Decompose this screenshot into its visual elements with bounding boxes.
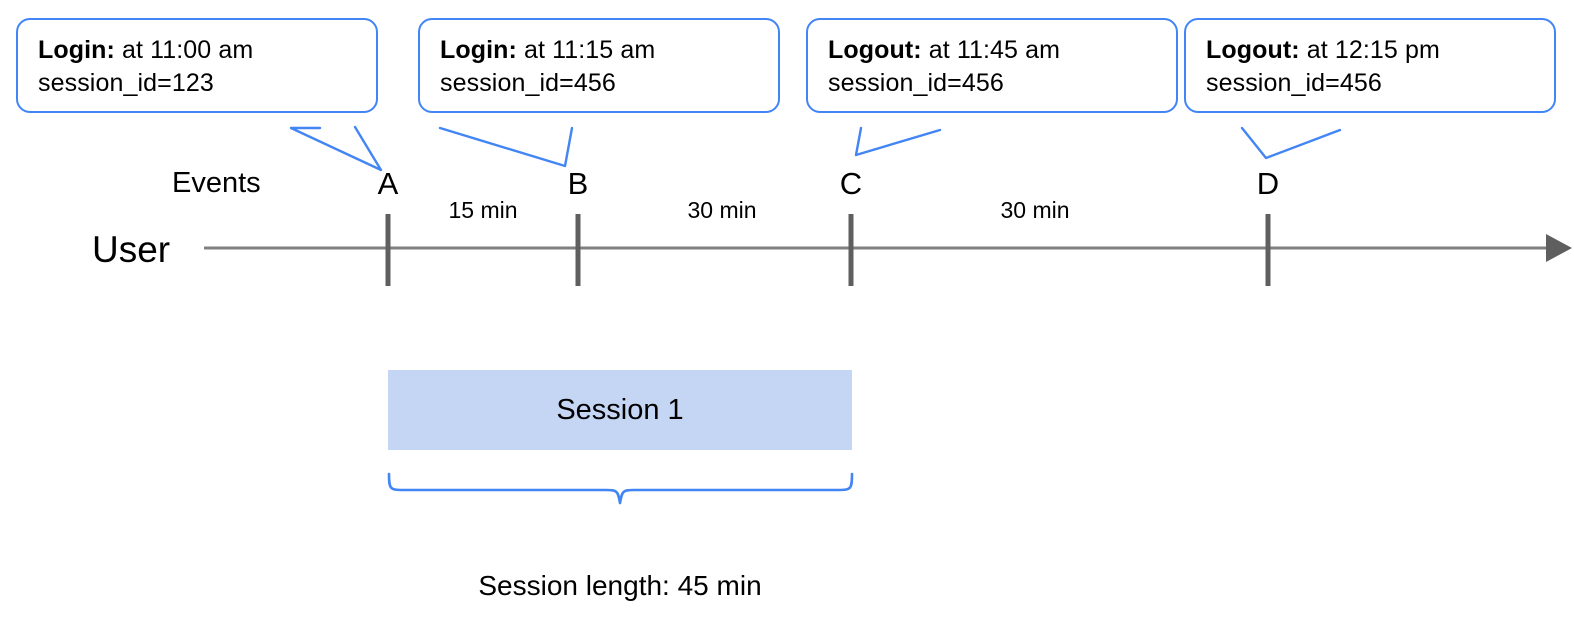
callout-tail-a — [289, 125, 383, 172]
callout-d-line-1: Logout: at 12:15 pm — [1206, 34, 1536, 67]
callout-a-line-1: Login: at 11:00 am — [38, 34, 358, 67]
session-length-label: Session length: 45 min — [478, 570, 762, 601]
callout-c-line-1: Logout: at 11:45 am — [828, 34, 1158, 67]
tick-label-d: D — [1256, 166, 1280, 201]
callout-bubble-a[interactable]: Login: at 11:00 am session_id=123 — [16, 18, 378, 113]
callout-d-detail: at 12:15 pm — [1299, 36, 1440, 64]
session-bar-label: Session 1 — [556, 393, 684, 426]
callout-b-event-type: Login: — [440, 36, 517, 64]
callout-b-session-id: session_id=456 — [440, 68, 616, 97]
callout-bubble-b[interactable]: Login: at 11:15 am session_id=456 — [418, 18, 780, 113]
callout-b-detail: at 11:15 am — [516, 36, 656, 64]
tick-label-b: B — [567, 166, 589, 201]
duration-label-a-b: 15 min — [448, 197, 518, 223]
callout-a-event-type: Login: — [38, 36, 115, 64]
session-bar-session-1[interactable]: Session 1 — [388, 370, 852, 450]
lane-label-user: User — [92, 229, 171, 270]
callout-tail-b — [438, 126, 574, 168]
duration-label-c-d: 30 min — [1000, 197, 1070, 223]
timeline-arrowhead-icon — [1546, 234, 1572, 262]
callout-c-session-id: session_id=456 — [828, 68, 1004, 97]
callout-d-session-id: session_id=456 — [1206, 68, 1382, 97]
tick-label-c: C — [839, 166, 863, 201]
callout-tail-d — [1240, 126, 1342, 160]
callout-bubble-c[interactable]: Logout: at 11:45 am session_id=456 — [806, 18, 1178, 113]
callout-tail-c — [854, 126, 942, 157]
callout-a-session-id: session_id=123 — [38, 68, 214, 97]
callout-c-detail: at 11:45 am — [921, 36, 1061, 64]
tick-label-a: A — [377, 166, 399, 201]
callout-bubble-d[interactable]: Logout: at 12:15 pm session_id=456 — [1184, 18, 1556, 113]
session-length-brace — [387, 472, 854, 505]
duration-label-b-c: 30 min — [687, 197, 757, 223]
callout-d-event-type: Logout: — [1206, 36, 1300, 64]
callout-b-line-1: Login: at 11:15 am — [440, 34, 760, 67]
events-row-label: Events — [172, 167, 261, 199]
callout-c-event-type: Logout: — [828, 36, 922, 64]
callout-a-detail: at 11:00 am — [114, 36, 254, 64]
